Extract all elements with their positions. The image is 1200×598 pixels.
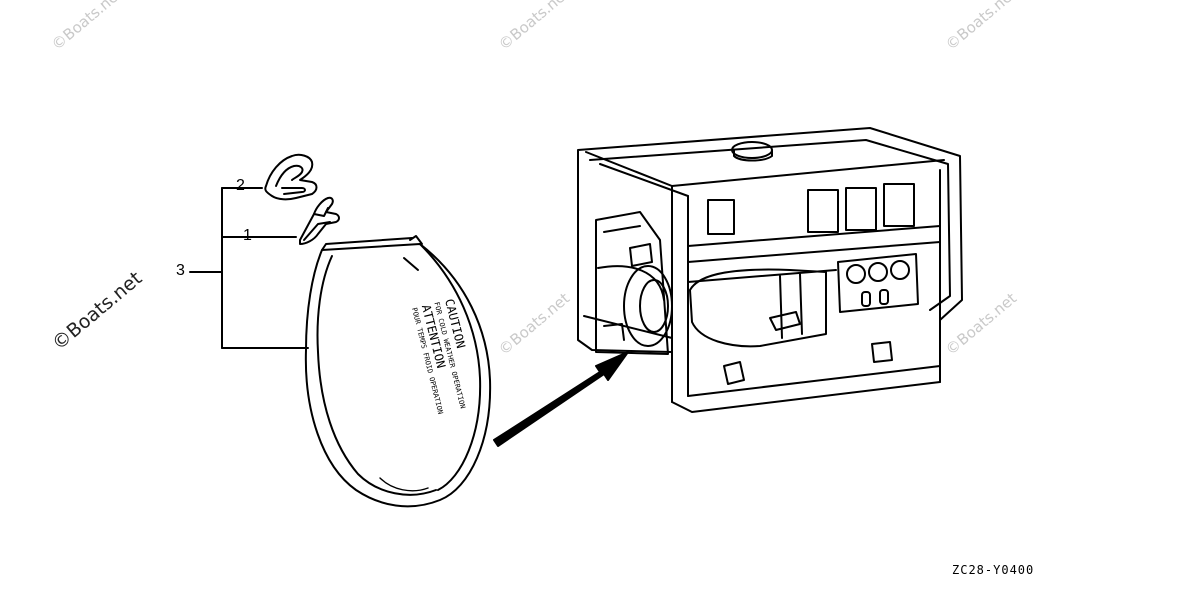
clip-icon xyxy=(264,153,318,201)
reference-code: ZC28-Y0400 xyxy=(952,563,1035,577)
callout-number: 1 xyxy=(243,227,252,244)
generator-icon xyxy=(577,127,963,413)
clip-icon xyxy=(299,196,340,245)
callout-number: 3 xyxy=(176,262,185,279)
band-label: CAUTION FOR COLD WEATHER OPERATION ATTEN… xyxy=(410,297,468,415)
arrow-icon xyxy=(493,351,629,447)
callout-leaders xyxy=(189,187,309,349)
callout-number: 2 xyxy=(236,177,245,194)
band-icon xyxy=(304,235,492,508)
